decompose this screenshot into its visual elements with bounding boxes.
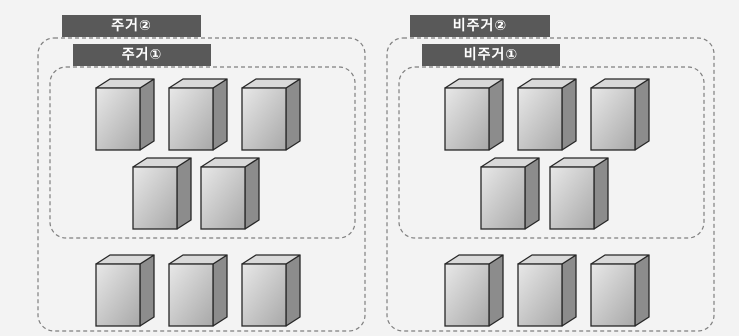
server-tower-icon: [590, 254, 650, 327]
server-tower-icon: [132, 157, 192, 230]
building-icons: [95, 78, 650, 327]
inner-container-nonresidential: [398, 66, 705, 239]
server-tower-icon: [444, 254, 504, 327]
label-nonresidential-2: 비주거②: [410, 15, 550, 37]
label-nonresidential-1: 비주거①: [422, 44, 560, 66]
server-tower-icon: [168, 254, 228, 327]
label-residential-1: 주거①: [73, 44, 211, 66]
server-tower-icon: [200, 157, 260, 230]
server-tower-icon: [480, 157, 540, 230]
server-tower-icon: [95, 78, 155, 151]
server-tower-icon: [241, 78, 301, 151]
server-tower-icon: [444, 78, 504, 151]
outer-container-residential: [37, 37, 366, 332]
server-tower-icon: [590, 78, 650, 151]
server-tower-icon: [549, 157, 609, 230]
inner-container-residential: [49, 66, 356, 239]
label-residential-2: 주거②: [62, 15, 201, 37]
server-tower-icon: [168, 78, 228, 151]
server-tower-icon: [517, 78, 577, 151]
outer-container-nonresidential: [386, 37, 715, 332]
server-tower-icon: [517, 254, 577, 327]
server-tower-icon: [95, 254, 155, 327]
server-tower-icon: [241, 254, 301, 327]
